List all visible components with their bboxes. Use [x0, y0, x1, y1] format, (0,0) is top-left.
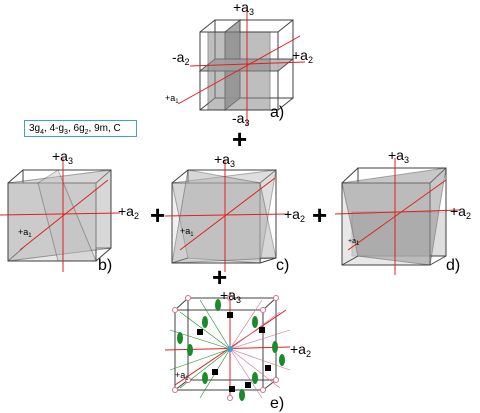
cube-e: [164, 292, 291, 401]
plus-sign-bottom: +: [212, 262, 227, 292]
two-fold-axis-marker: [177, 332, 183, 344]
panel-label-a: a): [270, 104, 284, 121]
four-fold-axis-marker: [259, 327, 265, 333]
cube-c: [164, 160, 289, 272]
panel-label-e: e): [270, 395, 284, 412]
plus-sign-right: +: [312, 200, 327, 230]
three-fold-axis-marker: [185, 377, 191, 383]
plus-sign-left: +: [150, 200, 165, 230]
three-fold-axis-marker: [185, 295, 191, 301]
symmetry-plane-line: [229, 348, 263, 399]
two-fold-axis-marker: [252, 372, 258, 384]
four-fold-axis-marker: [229, 386, 235, 392]
three-fold-axis-marker: [260, 387, 266, 393]
label-plus-a1-e: +a1: [175, 370, 189, 382]
symmetry-plane-line: [169, 348, 231, 371]
label-plus-a3-top: +a3: [233, 0, 254, 17]
label-plus-a1-d: +a1: [348, 238, 360, 247]
two-fold-axis-marker: [252, 316, 258, 328]
two-fold-axis-marker: [202, 316, 208, 328]
label-plus-a2-e: +a2: [290, 341, 311, 359]
symmetry-elements-box: 3g4, 4-g3, 6g2, 9m, C: [24, 120, 137, 137]
three-fold-axis-marker: [273, 377, 279, 383]
four-fold-axis-marker: [245, 382, 251, 388]
two-fold-axis-marker: [202, 372, 208, 384]
four-fold-axis-marker: [197, 329, 203, 335]
cube-a: [177, 8, 306, 125]
symmetry-plane-line: [229, 329, 291, 350]
two-fold-axis-marker: [279, 354, 285, 366]
four-fold-axis-marker: [212, 369, 218, 375]
symmetry-plane-line: [229, 311, 281, 350]
symmetry-plane-line: [229, 348, 291, 371]
panel-label-b: b): [98, 257, 112, 274]
label-minus-a2: -a2: [172, 49, 189, 67]
three-fold-axis-marker: [172, 307, 178, 313]
two-fold-axis-marker: [272, 341, 278, 353]
four-fold-axis-marker: [265, 365, 271, 371]
plus-sign-top: +: [232, 124, 247, 154]
symmetry-plane-line: [199, 299, 231, 350]
three-fold-axis-marker: [260, 307, 266, 313]
label-plus-a3-d: +a3: [388, 147, 409, 165]
four-fold-axis-marker: [227, 312, 233, 318]
three-fold-axis-marker: [227, 295, 233, 301]
three-fold-axis-marker: [172, 387, 178, 393]
three-fold-axis-marker: [227, 395, 233, 401]
inversion-center-marker: [227, 346, 233, 352]
label-plus-a2-b: +a2: [118, 203, 139, 221]
label-plus-a3-e: +a3: [220, 287, 241, 305]
symmetry-plane-line: [179, 311, 231, 350]
two-fold-axis-marker: [239, 389, 245, 401]
label-plus-a2-top: +a2: [292, 47, 313, 65]
panel-label-c: c): [276, 257, 289, 274]
label-plus-a3-b: +a3: [52, 148, 73, 166]
symmetry-plane-line: [229, 299, 263, 350]
label-minus-a3: -a3: [232, 110, 249, 128]
symmetry-plane-line: [229, 348, 281, 389]
label-plus-a1-c: +a1: [180, 226, 194, 238]
label-plus-a2-d: +a2: [450, 203, 471, 221]
label-plus-a3-c: +a3: [214, 151, 235, 169]
panel-label-d: d): [446, 257, 460, 274]
three-fold-axis-marker: [273, 295, 279, 301]
cube-d: [334, 158, 461, 275]
label-plus-a1-top: +a1: [165, 93, 179, 105]
two-fold-axis-marker: [215, 299, 221, 311]
cube-b: [0, 158, 121, 272]
label-plus-a1-b: +a1: [18, 227, 32, 239]
two-fold-axis-marker: [187, 344, 193, 356]
label-plus-a2-c: +a2: [284, 206, 305, 224]
